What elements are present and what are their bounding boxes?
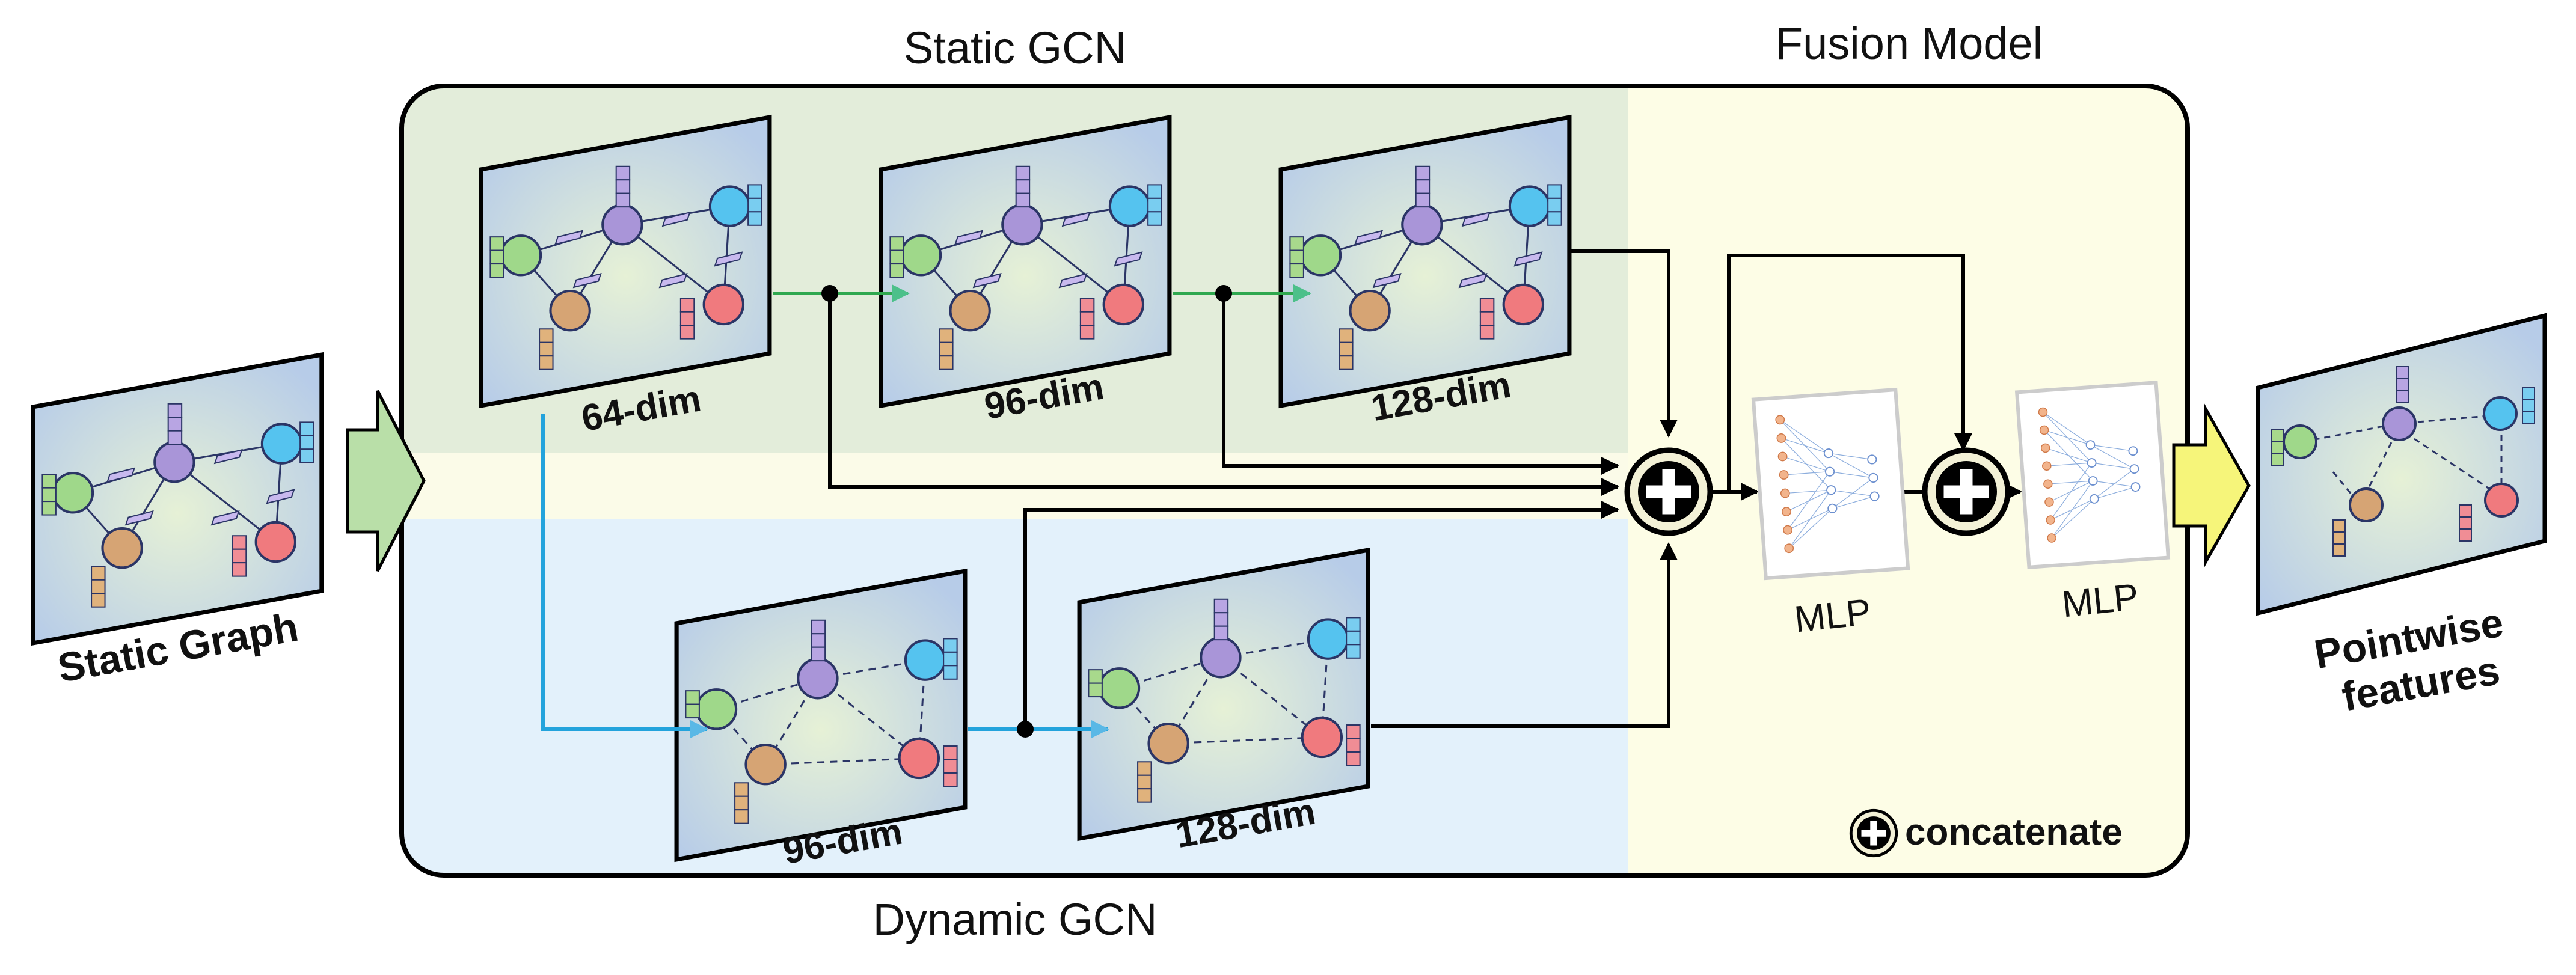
- pointwise-features-card: [2256, 313, 2547, 616]
- dynamic-layer-card-1: [676, 571, 965, 860]
- skip-connections: [828, 249, 2022, 729]
- static-graph-card: [33, 355, 322, 643]
- static-gcn-title: Static GCN: [904, 23, 1126, 73]
- dynamic-gcn-region: [402, 519, 1628, 875]
- concat-node-2: [1925, 450, 2008, 533]
- mlp-label-2: MLP: [2060, 576, 2141, 626]
- concatenate-icon: [1851, 810, 1896, 855]
- static-layer-card-1: [481, 117, 770, 406]
- concatenate-label: concatenate: [1905, 811, 2123, 853]
- concat-node-1: [1627, 450, 1710, 533]
- dynamic-gcn-title: Dynamic GCN: [873, 894, 1158, 944]
- mlp-label-1: MLP: [1792, 591, 1873, 641]
- concatenate-legend: concatenate: [1851, 810, 2123, 855]
- dynamic-layer-card-2: [1079, 550, 1368, 839]
- static-layer-card-2: [881, 117, 1170, 406]
- input-arrow: [346, 390, 426, 572]
- mlp-block-2: [2017, 382, 2168, 567]
- static-layer-card-3: [1281, 117, 1569, 406]
- mlp-block-1: [1753, 390, 1908, 578]
- fusion-model-title: Fusion Model: [1776, 19, 2043, 69]
- output-arrow: [2172, 403, 2251, 568]
